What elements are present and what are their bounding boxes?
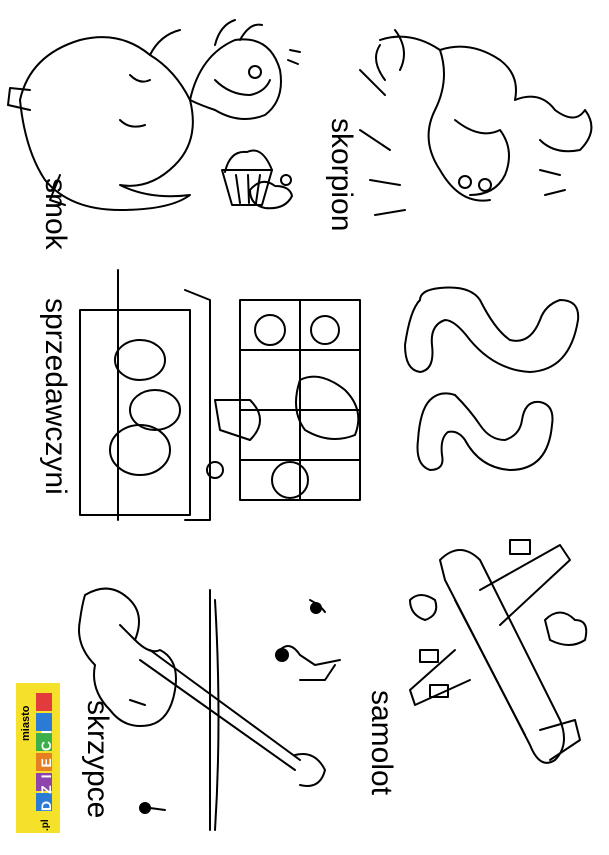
logo-brand: DZIECI: [38, 723, 54, 811]
word-skrzypce: skrzypce: [81, 700, 114, 819]
word-skorpion: skorpion: [325, 118, 358, 232]
cupcake-illustration: [221, 149, 293, 210]
shop-illustration: [79, 269, 361, 521]
word-samolot: samolot: [365, 690, 398, 796]
logo-miasto: miasto: [20, 705, 32, 741]
logo-suffix: .pl: [40, 819, 51, 831]
violin-illustration: [78, 587, 326, 831]
logo-background: [16, 683, 60, 833]
letter-s-upper-outline: [404, 286, 580, 373]
scorpion-illustration: [359, 29, 593, 216]
dragon-illustration: [7, 19, 301, 211]
letter-s-lower-outline: [416, 392, 554, 471]
word-sprzedawczyni: sprzedawczyni: [39, 298, 72, 495]
word-smok: smok: [39, 178, 72, 250]
music-notes-illustration: [139, 599, 341, 814]
letter-upper-label: S: [0, 0, 1, 1]
airplane-illustration: [409, 539, 588, 764]
letter-lower-label: s: [2, 0, 3, 1]
miasto-dzieci-logo: miasto DZIECI .pl: [16, 683, 60, 833]
